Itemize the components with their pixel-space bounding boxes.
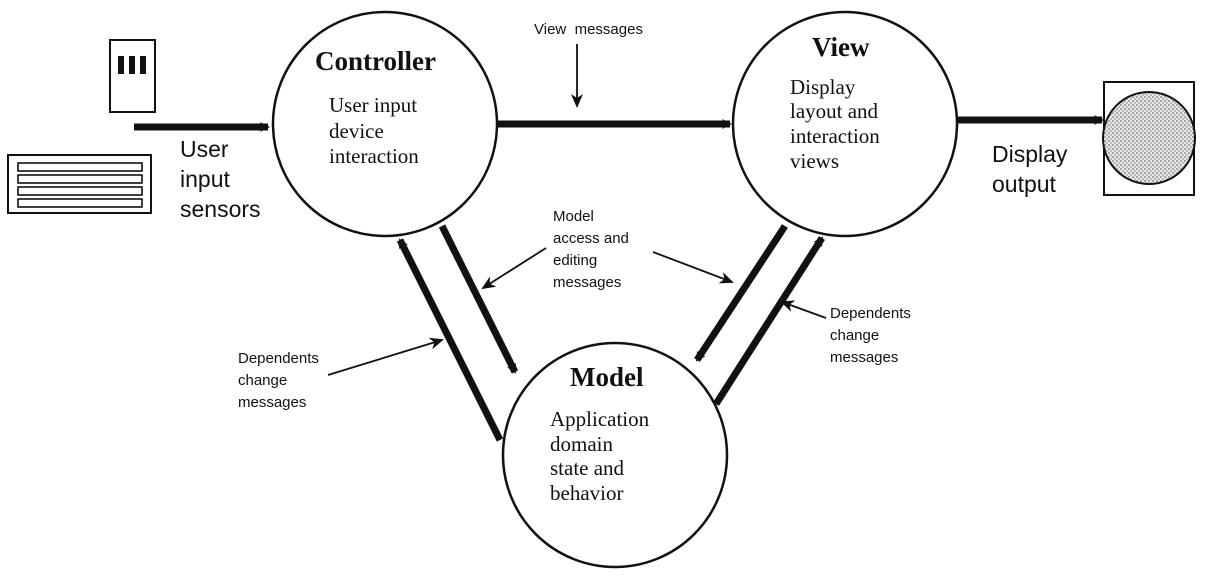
- model-desc-line: Application: [550, 407, 650, 431]
- model-to-controller-arrow: [396, 238, 504, 442]
- display-output-label: Display: [992, 141, 1068, 167]
- dependents-left-pointer: [327, 337, 444, 376]
- display-screen-icon: [1102, 81, 1196, 196]
- model-access-pointer-right: [652, 251, 734, 284]
- user-input-label: User: [180, 136, 229, 162]
- view-circle: [731, 10, 959, 238]
- model-desc-line: domain: [550, 432, 613, 456]
- model-access-label: access and: [553, 230, 629, 247]
- view-messages-label: View messages: [534, 21, 643, 38]
- controller-desc-line: User input: [329, 93, 417, 117]
- mouse-icon: [109, 39, 156, 113]
- model-access-label: Model: [553, 208, 594, 225]
- view-desc-line: views: [790, 149, 839, 173]
- display-output-label: output: [992, 171, 1057, 197]
- dependents-left-label: messages: [238, 394, 306, 411]
- view-desc-line: interaction: [790, 124, 880, 148]
- dependents-right-label: change: [830, 327, 879, 344]
- model-access-label: editing: [553, 252, 597, 269]
- view-desc-line: layout and: [790, 99, 879, 123]
- model-title: Model: [570, 362, 644, 392]
- model-circle: [501, 341, 729, 569]
- controller-desc-line: interaction: [329, 144, 419, 168]
- dependents-left-label: Dependents: [238, 350, 319, 367]
- model-desc-line: state and: [550, 456, 625, 480]
- controller-desc-line: device: [329, 119, 384, 143]
- view-to-model-arrow: [694, 224, 788, 362]
- model-to-view-arrow: [713, 236, 825, 406]
- user-input-label: sensors: [180, 196, 261, 222]
- controller-to-model-arrow: [438, 224, 519, 374]
- dependents-right-pointer: [780, 300, 827, 319]
- controller-title: Controller: [315, 46, 436, 76]
- user-input-label: input: [180, 166, 230, 192]
- keyboard-icon: [7, 154, 152, 214]
- view-desc-line: Display: [790, 75, 856, 99]
- dependents-right-label: Dependents: [830, 305, 911, 322]
- view-title: View: [812, 32, 870, 62]
- dependents-left-label: change: [238, 372, 287, 389]
- model-desc-line: behavior: [550, 481, 623, 505]
- model-access-label: messages: [553, 274, 621, 291]
- dependents-right-label: messages: [830, 349, 898, 366]
- model-access-pointer-left: [481, 247, 547, 290]
